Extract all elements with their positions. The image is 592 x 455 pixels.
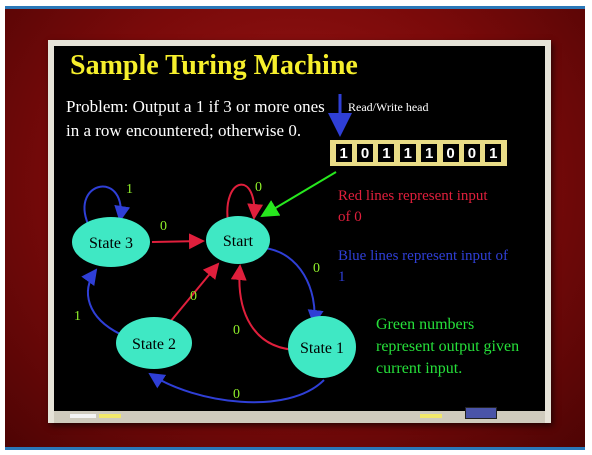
output-state2-to-state3: 1	[74, 309, 81, 324]
chalk-white	[70, 414, 96, 418]
legend-green-numbers: Green numbers represent output given cur…	[376, 316, 520, 377]
legend-blue-lines: Blue lines represent input of 1	[338, 248, 508, 285]
edge-state3-to-start	[151, 233, 205, 250]
chalk-yellow-right	[420, 414, 442, 418]
state-3-node	[72, 217, 150, 267]
tape-cell: 1	[399, 144, 416, 162]
tape: 1 0 1 1 1 0 0 1	[330, 140, 507, 166]
state-3-label: State 3	[89, 235, 133, 252]
eraser	[465, 407, 497, 419]
output-state2-to-start: 0	[190, 289, 197, 304]
output-state3-self: 1	[126, 182, 133, 197]
output-start-to-state1: 0	[313, 261, 320, 276]
edge-start-to-state1	[263, 247, 324, 326]
state-2-label: State 2	[132, 336, 176, 353]
state-start-node	[206, 216, 270, 264]
tape-cell: 0	[442, 144, 459, 162]
legend-red-lines: Red lines represent input of 0	[338, 188, 488, 225]
state-1-label: State 1	[300, 340, 344, 357]
state-start-label: Start	[223, 233, 254, 250]
output-state1-to-state2: 0	[233, 387, 240, 402]
chalk-yellow	[99, 414, 121, 418]
state-2-node	[116, 317, 192, 369]
tape-cell: 1	[378, 144, 395, 162]
tape-cell: 0	[357, 144, 374, 162]
tape-cell: 1	[421, 144, 438, 162]
edge-state3-self	[83, 185, 131, 225]
edge-start-self	[226, 183, 264, 223]
output-start-self: 0	[255, 180, 262, 195]
problem-statement: Problem: Output a 1 if 3 or more ones in…	[66, 97, 325, 140]
edge-state2-to-state3	[81, 268, 121, 335]
edge-state1-to-state2	[148, 372, 325, 404]
state-1-node	[288, 316, 356, 378]
output-state1-to-start: 0	[233, 323, 240, 338]
slide-title: Sample Turing Machine	[70, 50, 358, 81]
read-write-head-label: Read/Write head	[348, 100, 429, 114]
output-state3-to-start: 0	[160, 219, 167, 234]
edge-state1-to-start	[230, 264, 301, 351]
tape-cell: 1	[335, 144, 352, 162]
tape-cell: 0	[463, 144, 480, 162]
tape-cell: 1	[485, 144, 502, 162]
edge-state2-to-start	[169, 262, 220, 323]
tape-to-start-pointer	[260, 171, 337, 218]
